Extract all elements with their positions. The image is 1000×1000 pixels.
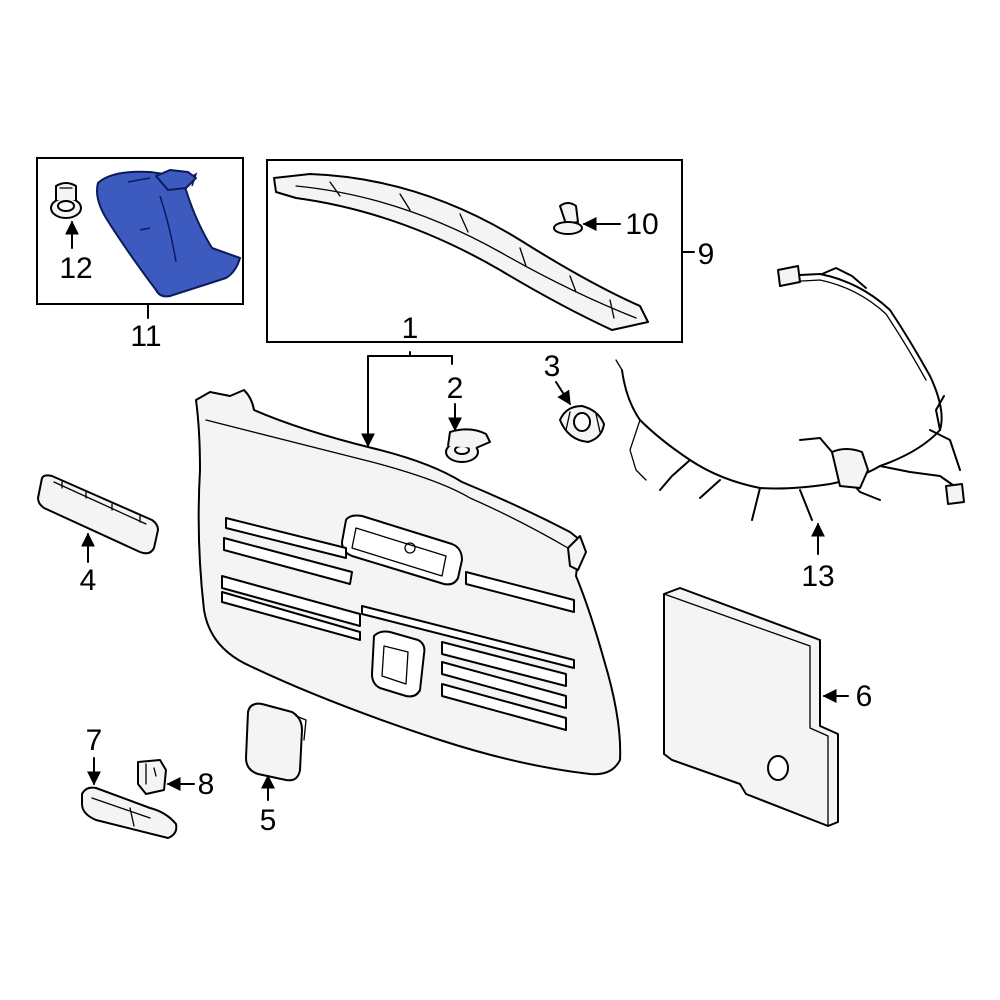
callout-12: 12 xyxy=(59,252,92,285)
callout-10: 10 xyxy=(625,208,658,241)
handle-7[interactable] xyxy=(81,786,178,839)
callout-4: 4 xyxy=(80,564,97,597)
clip-3[interactable] xyxy=(559,405,605,443)
callout-13: 13 xyxy=(801,560,834,593)
part-11-box xyxy=(36,157,244,305)
callout-8: 8 xyxy=(198,768,215,801)
callout-6: 6 xyxy=(856,680,873,713)
callout-3: 3 xyxy=(544,350,561,383)
clip-10[interactable] xyxy=(553,202,583,235)
leader-lines xyxy=(65,217,849,801)
callout-7: 7 xyxy=(86,724,103,757)
callout-9: 9 xyxy=(698,238,715,271)
callout-labels: 1 2 3 4 5 6 7 8 9 10 11 12 13 xyxy=(59,208,872,837)
part-11-group[interactable] xyxy=(36,157,244,305)
callout-1: 1 xyxy=(402,312,419,345)
callout-5: 5 xyxy=(260,804,277,837)
wiring-harness-13[interactable] xyxy=(615,265,965,521)
cover-lid-5[interactable] xyxy=(245,702,307,782)
header-trim[interactable] xyxy=(273,173,649,331)
clip-12[interactable] xyxy=(50,182,82,219)
switch-8[interactable] xyxy=(137,759,167,795)
cover-strip-4[interactable] xyxy=(37,474,159,555)
callout-11: 11 xyxy=(130,320,161,353)
callout-2: 2 xyxy=(447,372,464,405)
clip-2[interactable] xyxy=(445,428,491,463)
part-9-group[interactable] xyxy=(266,159,683,343)
panel-6[interactable] xyxy=(663,587,839,827)
liftgate-trim-panel[interactable] xyxy=(195,389,622,776)
